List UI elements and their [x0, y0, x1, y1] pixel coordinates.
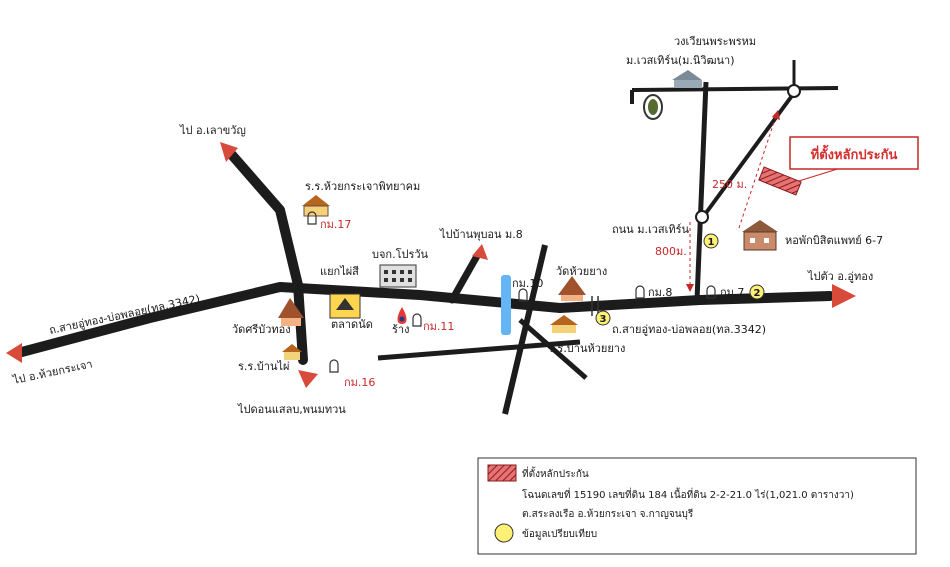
label-km10: กม.10 — [512, 277, 543, 290]
km-post-icon — [412, 313, 422, 327]
km-post-icon — [635, 285, 645, 299]
dorm-icon — [742, 220, 778, 251]
label-to-donsalaeb: ไปดอนแสลบ,พนมทวน — [237, 403, 346, 416]
label-school-huaiyang: ร.ร.บ้านห้วยยาง — [548, 342, 625, 355]
western-road — [630, 60, 839, 301]
label-to-uthong: ไปตัว อ.อู่ทอง — [807, 270, 873, 283]
site-callout: ที่ตั้งหลักประกัน — [789, 136, 919, 170]
legend-line2: ต.สระลงเรือ อ.ห้วยกระเจา จ.กาญจนบุรี — [522, 508, 694, 520]
label-shop: ร้าง — [392, 323, 409, 336]
gas-station-icon — [397, 307, 407, 324]
legend-site-swatch — [487, 464, 517, 482]
highway-3342 — [6, 282, 856, 363]
label-km7: กม.7 — [720, 286, 744, 299]
label-school-banphai: ร.ร.บ้านไผ่ — [238, 360, 289, 373]
legend-marker-swatch — [494, 523, 514, 543]
huaiyang-roads — [377, 244, 588, 415]
km-post-icon — [518, 288, 528, 302]
junction-icon — [695, 210, 709, 224]
km-post-icon — [706, 285, 716, 299]
label-wat-huaiyang: วัดห้วยยาง — [556, 265, 607, 278]
label-wongwian: วงเวียนพระพรหม — [674, 35, 756, 48]
school-banphai-icon — [282, 344, 302, 360]
water-bridge-icon — [501, 275, 511, 335]
km-post-icon — [329, 359, 339, 373]
label-to-laowan: ไป อ.เลาขวัญ — [179, 124, 246, 137]
legend-line1: โฉนดเลขที่ 15190 เลขที่ดิน 184 เนื้อที่ด… — [522, 487, 854, 501]
temple-icon-huaiyang — [558, 276, 586, 301]
label-km11: กม.11 — [423, 320, 454, 333]
label-250m: 250 ม. — [712, 178, 747, 191]
label-market: ตลาดนัด — [331, 318, 373, 331]
label-800m: 800ม. — [655, 245, 687, 258]
market-icon — [329, 293, 361, 319]
label-km8: กม.8 — [648, 286, 672, 299]
legend-line3: ข้อมูลเปรียบเทียบ — [522, 528, 597, 540]
label-school-huaykrachao: ร.ร.ห้วยกระเจาพิทยาคม — [305, 180, 420, 193]
arrow-north-icon — [472, 244, 488, 260]
km-post-icon — [307, 211, 317, 225]
western-univ-icon — [672, 70, 702, 88]
label-dorm: หอพักบิสิตแพทย์ 6-7 — [785, 234, 883, 247]
label-km17: กม.17 — [320, 218, 351, 231]
svg-text:1: 1 — [708, 237, 715, 248]
road-to-banphubon — [448, 244, 488, 304]
svg-text:2: 2 — [754, 288, 761, 299]
arrow-east-icon — [832, 284, 856, 308]
label-to-banphubon: ไปบ้านพุบอน ม.8 — [439, 228, 523, 241]
school-icon — [302, 195, 330, 217]
legend-title: ที่ตั้งหลักประกัน — [522, 466, 589, 480]
temple-icon-sribuathong — [278, 298, 304, 326]
comparison-marker-3: 3 — [595, 310, 611, 326]
label-to-huaykrachao: ไป อ.ห้วยกระเจา — [11, 357, 94, 387]
legend: ที่ตั้งหลักประกัน โฉนดเลขที่ 15190 เลขที… — [477, 457, 917, 555]
label-road-western: ถนน ม.เวสเทิร์น — [612, 223, 690, 236]
site-callout-label: ที่ตั้งหลักประกัน — [811, 144, 898, 163]
arrow-northwest-icon — [220, 142, 238, 162]
arrow-west-icon — [6, 343, 22, 363]
label-yaek-phaisi: แยกไผ่สี — [320, 265, 359, 278]
label-mwestern: ม.เวสเทิร์น(ม.นิวิฒนา) — [626, 54, 735, 67]
arrow-south-icon — [298, 370, 318, 388]
label-km16: กม.16 — [344, 376, 375, 389]
emblem-icon — [643, 94, 663, 120]
road-to-laokhwan — [220, 142, 318, 388]
roundabout-icon — [787, 84, 801, 98]
svg-text:3: 3 — [600, 314, 607, 325]
school-huaiyang-icon — [550, 315, 578, 333]
comparison-marker-2: 2 — [749, 284, 765, 300]
site-parcel — [758, 166, 802, 196]
office-building-icon — [379, 264, 417, 288]
label-wat-sribuathong: วัดศรีบัวทอง — [232, 323, 291, 336]
label-road-right: ถ.สายอู่ทอง-บ่อพลอย(ทล.3342) — [612, 323, 766, 336]
label-bjk-porwan: บจก.โปรวัน — [372, 247, 429, 261]
comparison-marker-1: 1 — [703, 233, 719, 249]
